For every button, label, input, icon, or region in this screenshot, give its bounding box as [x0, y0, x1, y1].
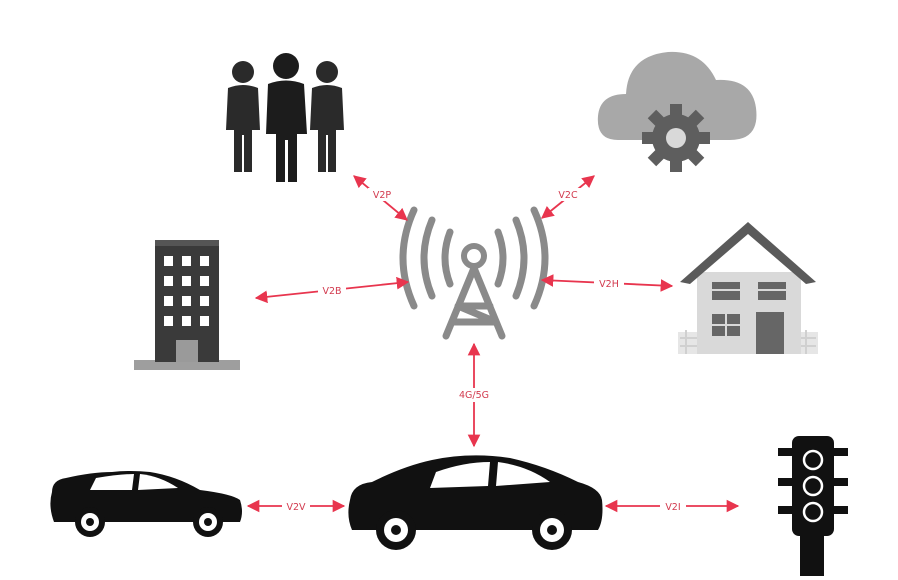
v2h-label: V2H [599, 279, 619, 290]
cell-tower-icon [399, 206, 549, 340]
v2v-label: V2V [286, 502, 306, 513]
car-left-icon [50, 471, 243, 537]
house-icon [678, 222, 818, 354]
traffic-light-icon [778, 436, 848, 576]
cloud-gear-icon [597, 51, 757, 172]
v2i-label: V2I [665, 502, 680, 513]
building-icon [134, 240, 240, 370]
people-icon [226, 53, 344, 182]
link-labels: V2P V2C V2B V2H 4G/5G V2V V2I [282, 188, 686, 513]
tower-car-label: 4G/5G [459, 390, 489, 401]
v2b-label: V2B [322, 286, 341, 297]
v2c-label: V2C [558, 190, 578, 201]
v2p-label: V2P [373, 190, 392, 201]
car-center-icon [348, 455, 603, 550]
